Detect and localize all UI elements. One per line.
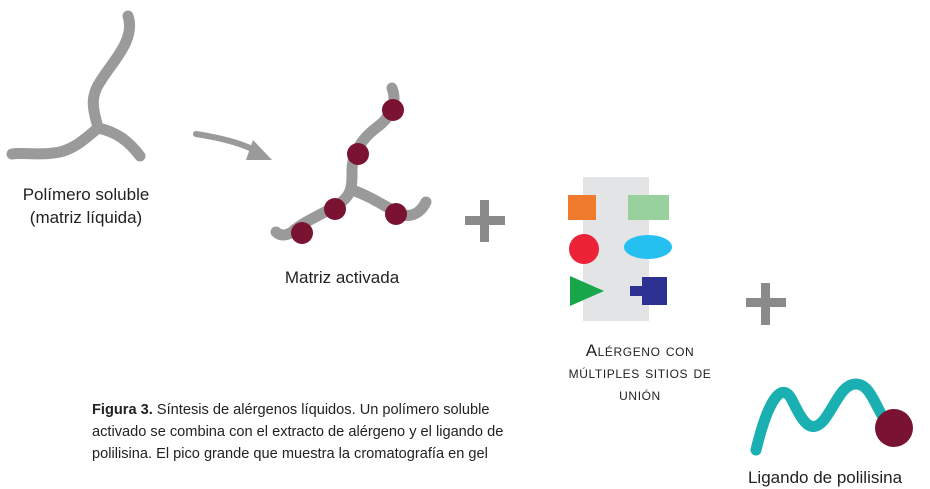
caption-text: Síntesis de alérgenos líquidos. Un polím… — [92, 402, 504, 462]
soluble-polymer-label-line1: Polímero soluble — [22, 185, 150, 204]
binding-site — [347, 143, 369, 165]
plus-icon — [746, 283, 786, 325]
rectangle-icon — [628, 195, 669, 220]
ligand-site — [875, 409, 913, 447]
wave-icon — [750, 378, 913, 456]
binding-site — [291, 222, 313, 244]
soluble-polymer-label: Polímero soluble (matriz líquida) — [0, 183, 172, 229]
arrow-icon — [193, 131, 272, 160]
soluble-polymer — [6, 10, 146, 162]
triangle-icon — [570, 276, 604, 306]
binding-site — [385, 203, 407, 225]
soluble-polymer-label-line2: (matriz líquida) — [29, 208, 143, 227]
binding-site — [382, 99, 404, 121]
caption-bold: Figura 3. — [92, 402, 153, 418]
notched-square-icon — [630, 277, 667, 305]
polymer-branch — [92, 122, 146, 162]
ellipse-icon — [624, 235, 672, 259]
square-icon — [568, 195, 596, 220]
allergen-label-line1: Alérgeno con — [585, 341, 695, 360]
allergen-label-line2: múltiples sitios de — [568, 363, 712, 382]
plus-icon — [465, 200, 505, 242]
binding-site — [324, 198, 346, 220]
figure-caption: Figura 3. Síntesis de alérgenos líquidos… — [92, 399, 512, 465]
activated-matrix — [270, 82, 432, 244]
allergen-panel — [568, 177, 672, 321]
circle-icon — [569, 234, 599, 264]
ligand-label: Ligando de polilisina — [747, 468, 903, 487]
activated-matrix-label: Matriz activada — [284, 268, 400, 287]
allergen-label: Alérgeno con múltiples sitios de unión — [545, 340, 735, 406]
allergen-label-line3: unión — [619, 385, 661, 404]
